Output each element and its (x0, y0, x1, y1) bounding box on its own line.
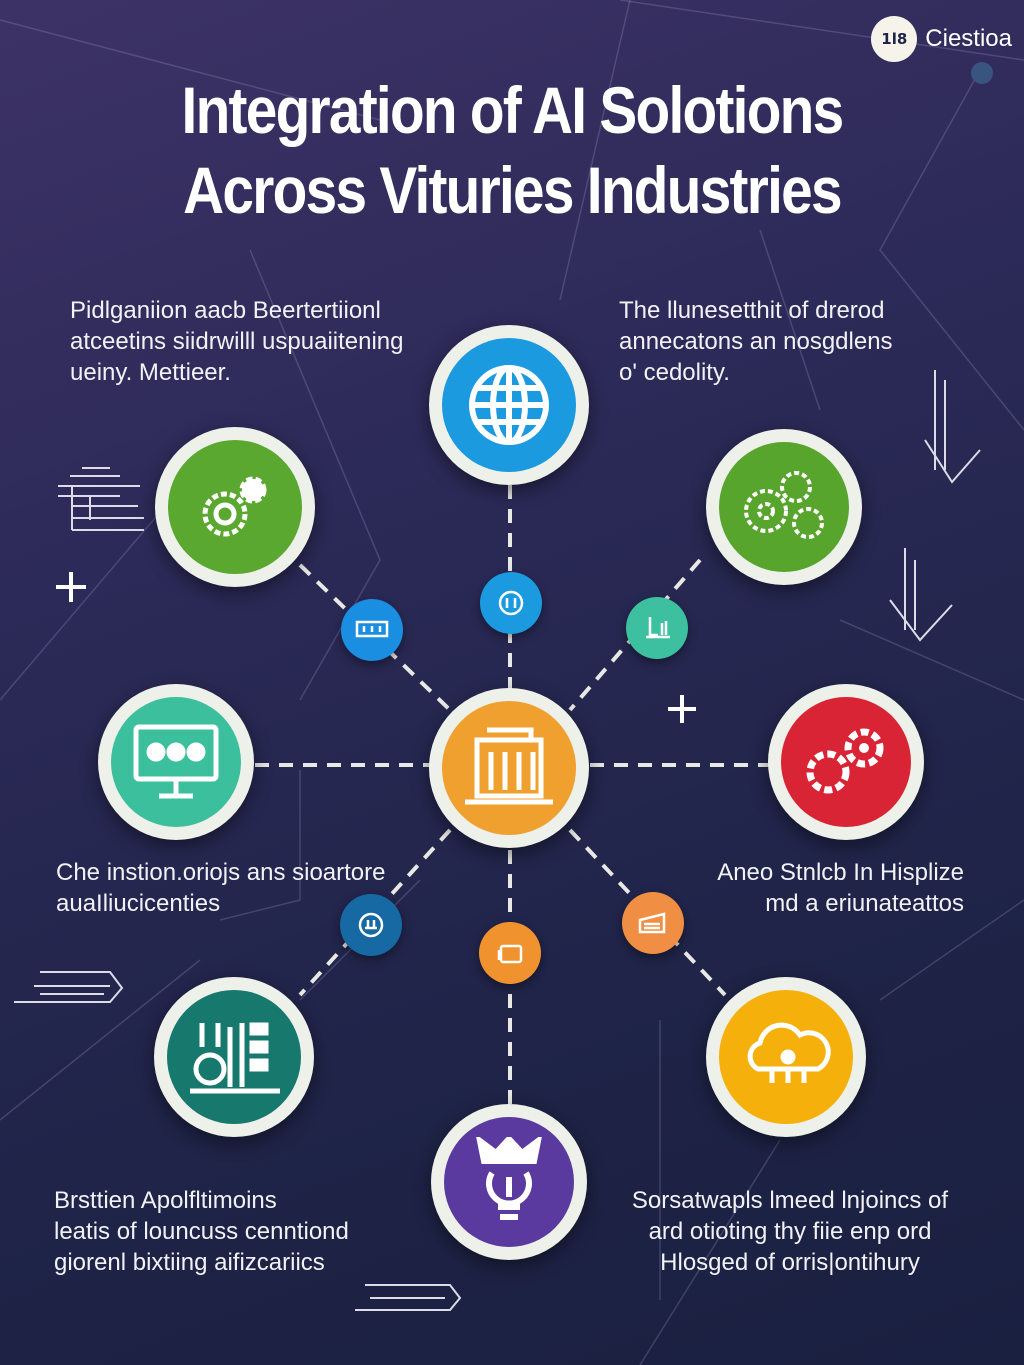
brand: 1l8 Ciestioa (871, 16, 1012, 62)
globe-icon (442, 338, 576, 472)
globe-node (429, 325, 589, 485)
brand-name: Ciestioa (925, 25, 1012, 52)
caption-line: auaIliucicenties (56, 890, 221, 917)
caption-line: md a eriunateattos (765, 890, 964, 917)
caption-line: giorenl bixtiing aifizcariics (54, 1249, 325, 1276)
device-icon (358, 912, 384, 938)
title-line-2: Across Vituries Industries (183, 153, 842, 227)
gear-right-node (706, 429, 862, 585)
caption-line: Pidlganiion aacb Beertertiionl (70, 297, 381, 324)
card-icon (497, 944, 523, 964)
lightbulb-crown-icon (444, 1117, 574, 1247)
chat-icon (498, 590, 524, 616)
caption-line: ard otioting thy fiie enp ord (648, 1218, 932, 1245)
small-node-bottom (479, 922, 541, 984)
monitor-icon (111, 697, 241, 827)
caption-line: Brsttien Apolfltimoins (54, 1187, 277, 1214)
small-node-lower-right (622, 892, 684, 954)
red-gears-icon (781, 697, 911, 827)
caption-line: The llunesetthit of drerod (619, 297, 885, 324)
red-gear-node (768, 684, 924, 840)
caption-line: o' cedolity. (619, 359, 730, 386)
caption-line: Che instion.oriojs ans sioartore (56, 859, 386, 886)
gears-icon (168, 440, 302, 574)
caption-mid-left: Che instion.oriojs ans sioartore auaIliu… (56, 857, 386, 919)
small-node-top (480, 572, 542, 634)
gears-cluster-icon (719, 442, 849, 572)
small-node-upper-right (626, 597, 688, 659)
brand-logo: 1l8 (871, 16, 918, 62)
analytics-icon (167, 990, 301, 1124)
center-hub-node (429, 688, 589, 848)
bulb-node (431, 1104, 587, 1260)
caption-line: annecatons an nosgdlens (619, 328, 893, 355)
document-icon (638, 912, 666, 934)
title-line-1: Integration of AI Solotions (181, 73, 845, 147)
caption-bottom-right: Sorsatwapls lmeed lnjoincs of ard otioti… (610, 1185, 970, 1278)
small-node-lower-left (340, 894, 402, 956)
caption-top-left: Pidlganiion aacb Beertertiionl atceetins… (70, 295, 404, 388)
screen-icon (355, 620, 389, 638)
caption-mid-right: Aneo Stnlcb In Hisplize md a eriunateatt… (717, 857, 964, 919)
analytics-node (154, 977, 314, 1137)
small-node-upper-left (341, 599, 403, 661)
caption-line: leatis of louncuss cenntiond (54, 1218, 349, 1245)
caption-top-right: The llunesetthit of drerod annecatons an… (619, 295, 893, 388)
gear-left-node (155, 427, 315, 587)
caption-line: Sorsatwapls lmeed lnjoincs of (631, 1187, 949, 1214)
caption-bottom-left: Brsttien Apolfltimoins leatis of louncus… (54, 1185, 349, 1278)
caption-line: ueiny. Mettieer. (70, 359, 231, 386)
cloud-icon (719, 990, 853, 1124)
cloud-node (706, 977, 866, 1137)
page-title: Integration of AI Solotions Across Vitur… (72, 70, 953, 230)
monitor-node (98, 684, 254, 840)
caption-line: Hlosged of orris|ontihury (660, 1249, 920, 1276)
caption-line: atceetins siidrwilll uspuaiitening (70, 328, 404, 355)
building-icon (442, 701, 576, 835)
caption-line: Aneo Stnlcb In Hisplize (717, 859, 964, 886)
lab-icon (646, 617, 670, 639)
